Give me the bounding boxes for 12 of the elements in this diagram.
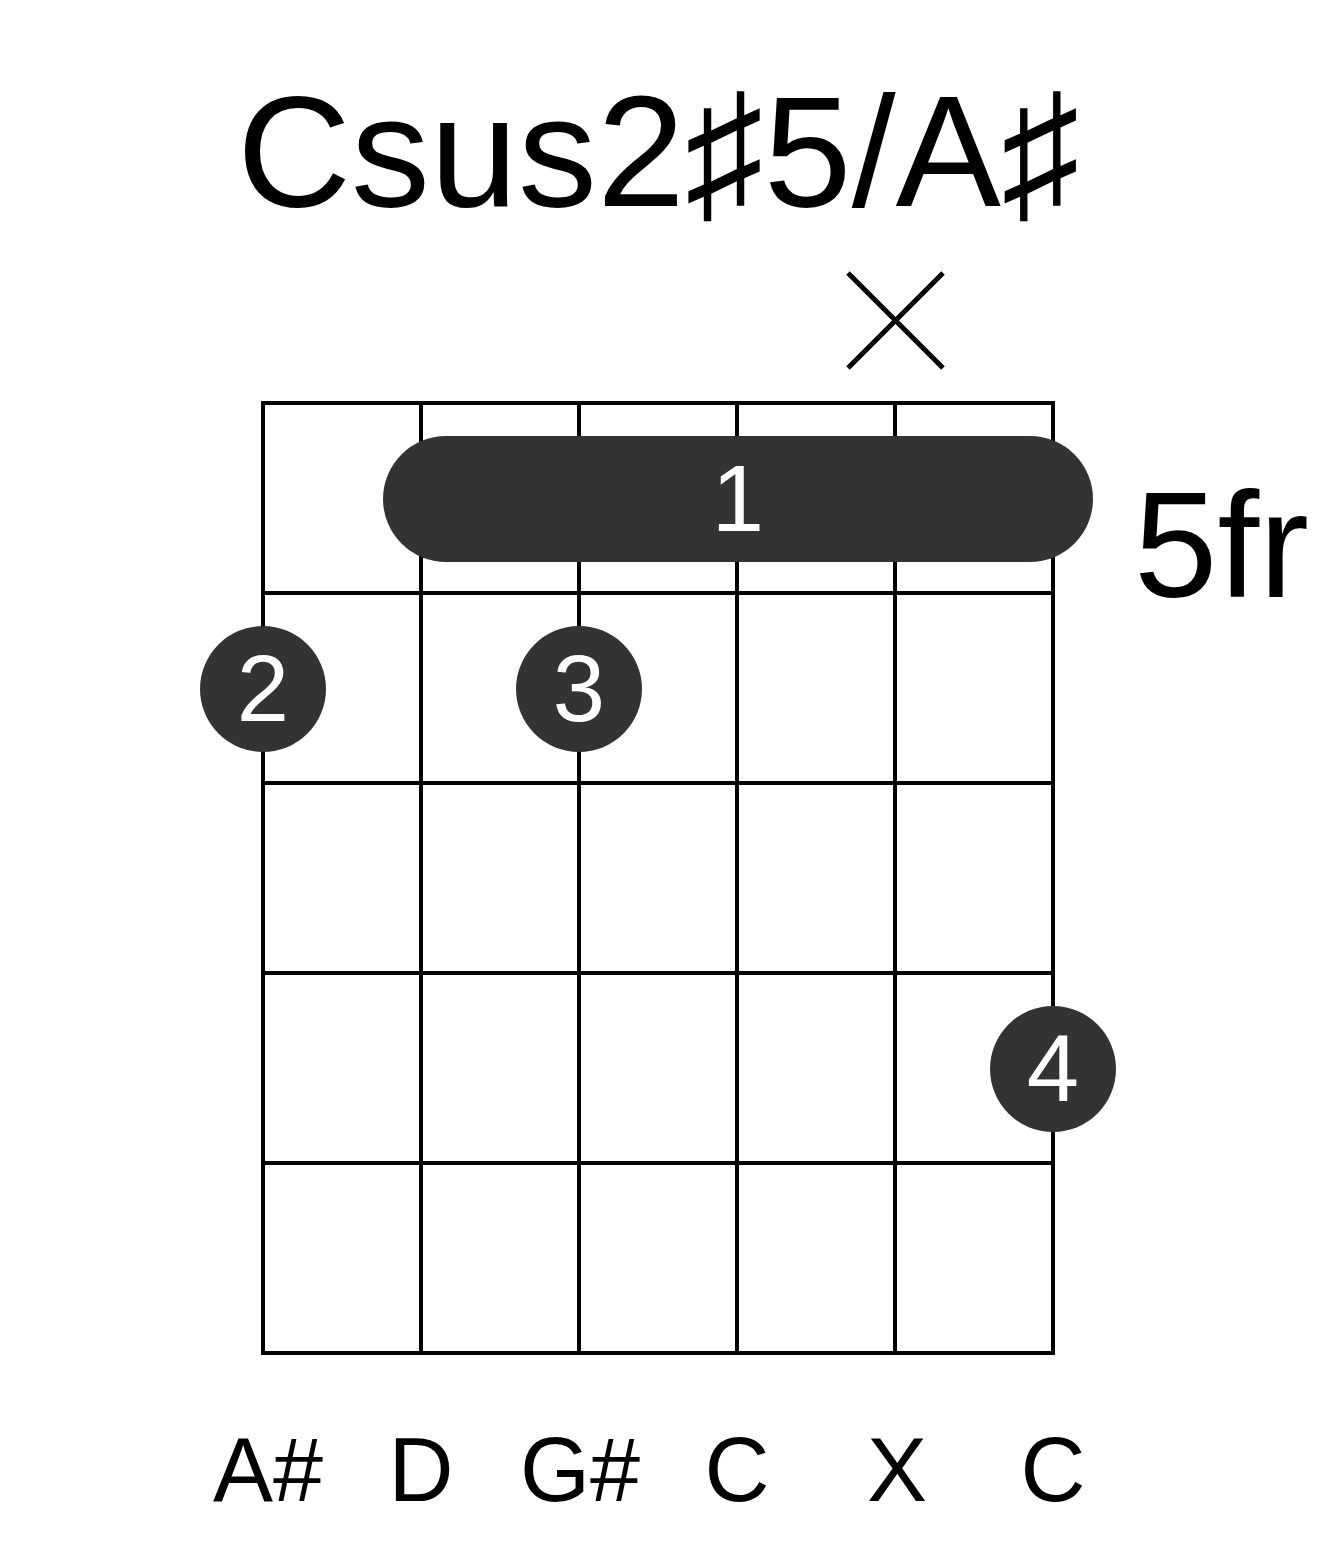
finger-number: 2 — [236, 642, 290, 736]
finger-number: 3 — [552, 642, 606, 736]
chord-title: Csus2♯5/A♯ — [237, 72, 1080, 230]
fret-number: 5fr — [1134, 470, 1310, 620]
finger-number: 1 — [711, 452, 765, 546]
string-note: C — [1020, 1425, 1086, 1515]
finger-number: 4 — [1026, 1022, 1080, 1116]
string-note: D — [388, 1425, 454, 1515]
string-note: G# — [519, 1425, 641, 1515]
string-note: X — [867, 1425, 927, 1515]
string-note: A# — [212, 1425, 324, 1515]
string-note: C — [704, 1425, 770, 1515]
